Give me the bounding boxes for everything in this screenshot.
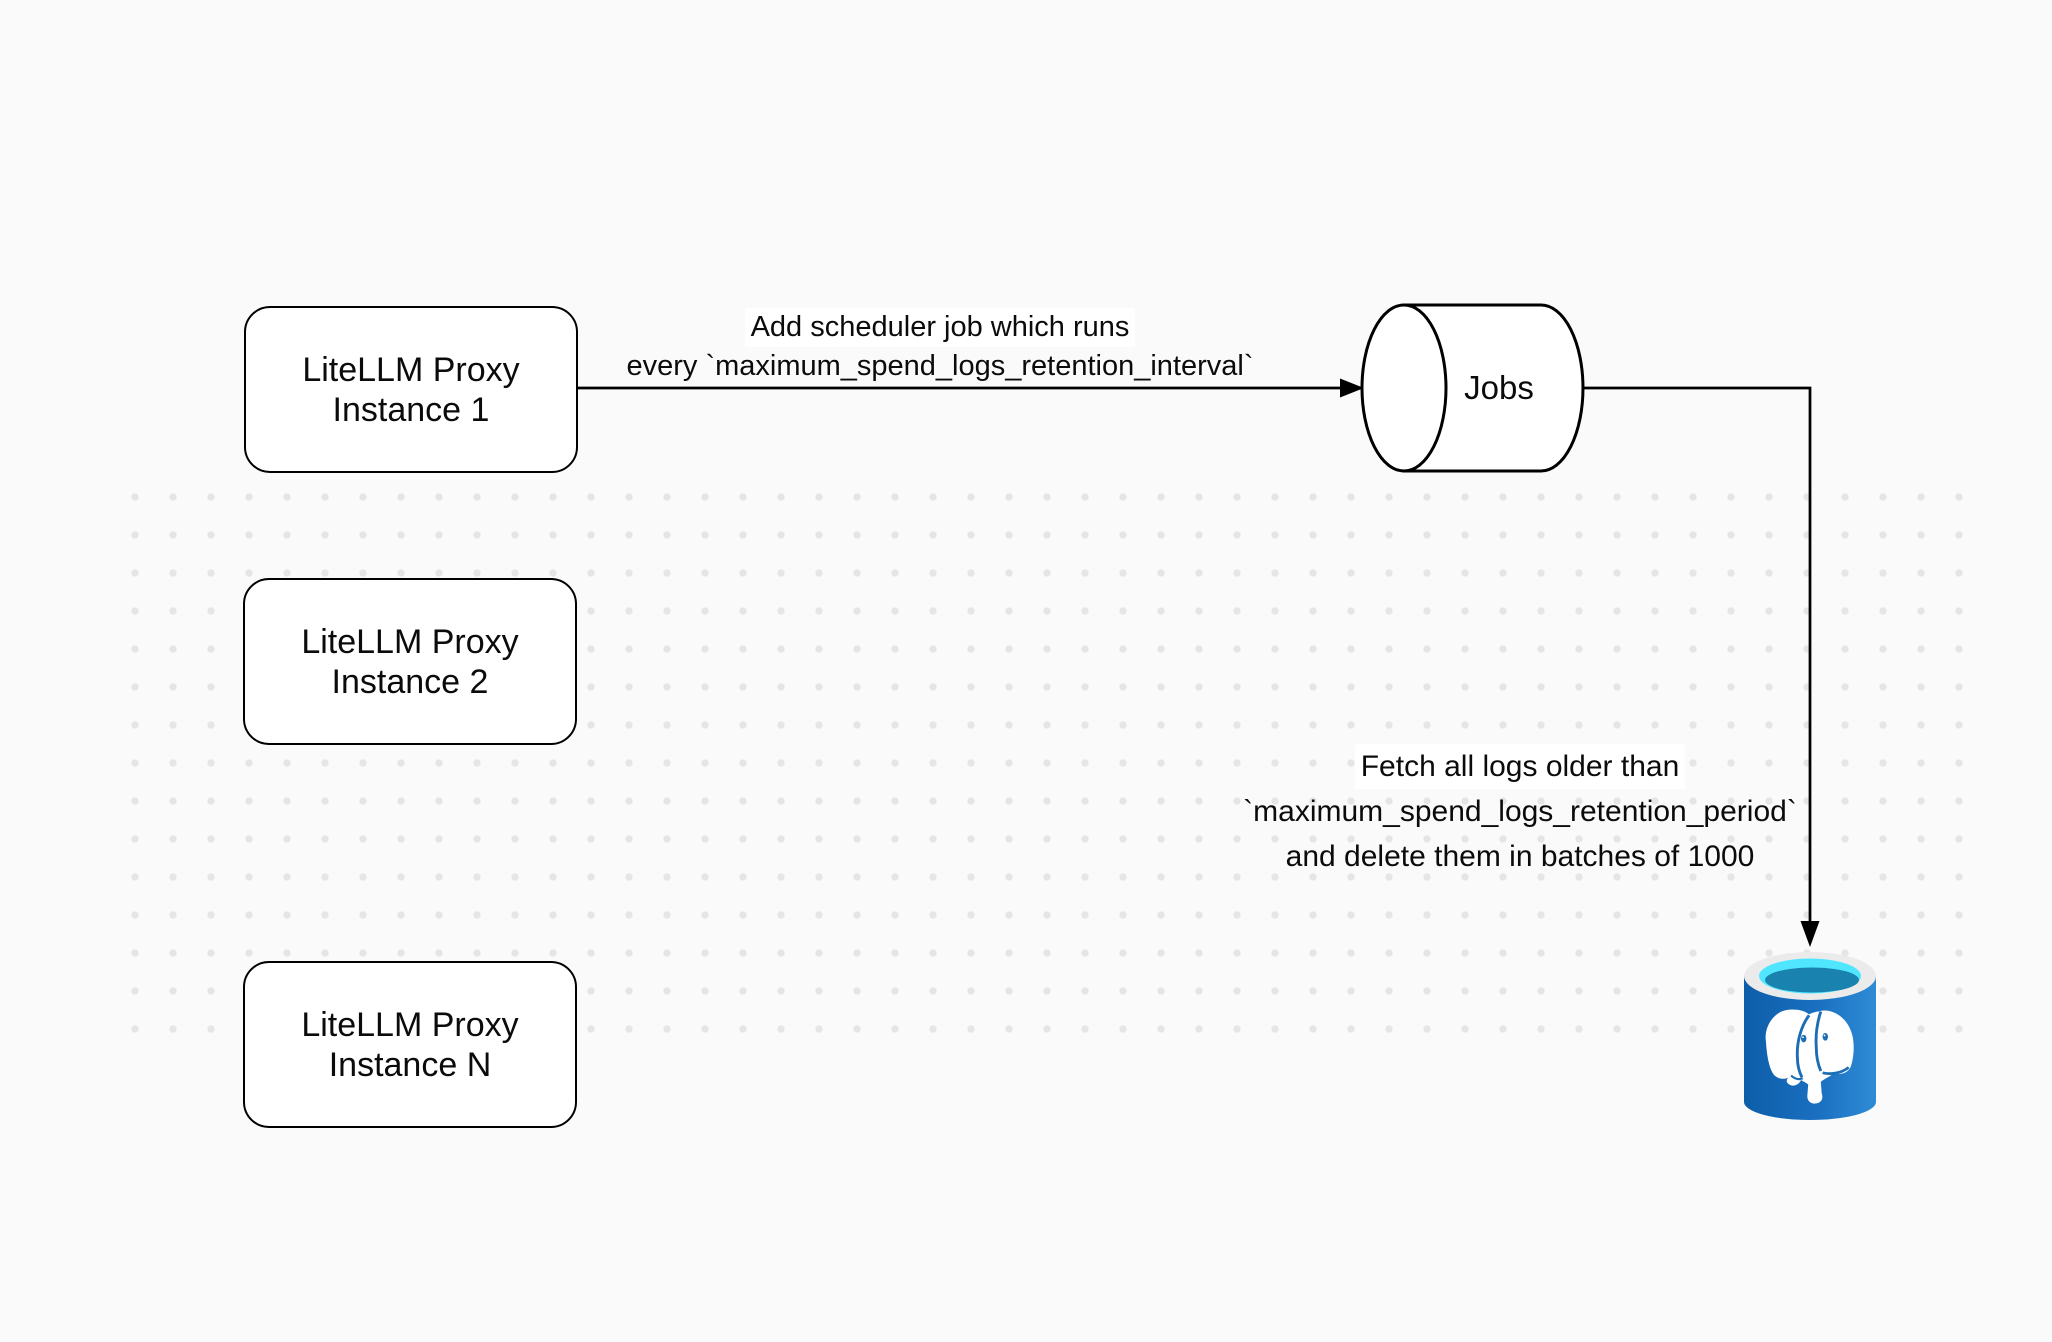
edge-label-line: and delete them in batches of 1000 [1285,840,1755,873]
node-label: LiteLLM Proxy Instance 1 [302,350,520,429]
edge-label-line: `maximum_spend_logs_retention_period` [1243,795,1797,828]
node-litellm-proxy-instance-2: LiteLLM Proxy Instance 2 [243,578,577,745]
node-label: LiteLLM Proxy Instance 2 [301,622,519,701]
jobs-label: Jobs [1464,369,1534,406]
edge-label-scheduler: Add scheduler job which runs every `maxi… [590,308,1290,386]
edge-label-line: Add scheduler job which runs [744,308,1136,347]
node-litellm-proxy-instance-n: LiteLLM Proxy Instance N [243,961,577,1128]
arrow-fetch-head [1800,921,1820,947]
edge-label-line: every `maximum_spend_logs_retention_inte… [626,350,1254,382]
node-label: LiteLLM Proxy Instance N [301,1005,519,1084]
edge-label-fetch: Fetch all logs older than `maximum_spend… [1220,744,1820,879]
postgres-elephant-icon [1765,1009,1854,1104]
node-litellm-proxy-instance-1: LiteLLM Proxy Instance 1 [244,306,578,473]
jobs-queue-cylinder-icon [1360,303,1585,473]
db-cylinder-top-shadow [1765,967,1859,993]
arrow-fetch-line [1580,386,1812,925]
postgresql-database-icon [1744,952,1876,1120]
arrow-scheduler-head [1340,378,1364,398]
edge-label-line: Fetch all logs older than [1354,744,1686,789]
